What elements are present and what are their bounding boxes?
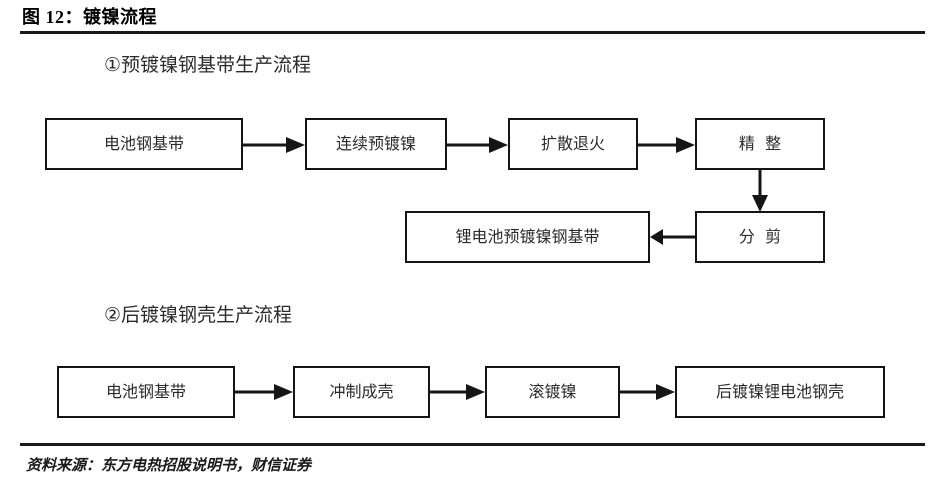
section-heading-1: ①预镀镍钢基带生产流程: [104, 54, 312, 76]
process-box-continuous-preplating: 连续预镀镍: [305, 118, 447, 170]
process-box-li-battery-preplated-strip: 锂电池预镀镍钢基带: [405, 211, 650, 263]
process-box-label: 扩散退火: [540, 134, 605, 153]
process-box-label: 电池钢基带: [103, 134, 184, 153]
page-title: 图 12：镀镍流程: [22, 7, 157, 27]
process-box-steel-strip-2: 电池钢基带: [57, 366, 235, 418]
process-box-label: 电池钢基带: [105, 382, 186, 401]
process-box-label: 精 整: [738, 134, 782, 153]
process-box-label: 冲制成壳: [329, 382, 394, 401]
process-box-label: 连续预镀镍: [335, 134, 416, 153]
process-box-label: 后镀镍锂电池钢壳: [715, 382, 844, 401]
arrow-right-icon-r3-b: [430, 382, 485, 402]
section-heading-2: ②后镀镍钢壳生产流程: [104, 304, 293, 326]
process-box-label: 滚镀镍: [528, 382, 577, 401]
arrow-right-icon-r3-a: [235, 382, 293, 402]
process-box-stamping-shell: 冲制成壳: [293, 366, 430, 418]
arrow-right-icon-r1-c: [638, 135, 695, 155]
process-box-diffusion-annealing: 扩散退火: [508, 118, 638, 170]
source-divider: [20, 443, 925, 446]
process-box-label: 分 剪: [738, 227, 782, 246]
arrow-right-icon-r1-b: [447, 135, 508, 155]
process-box-barrel-nickel-plating: 滚镀镍: [485, 366, 620, 418]
process-box-steel-strip-1: 电池钢基带: [45, 118, 243, 170]
arrow-left-icon-slitting-to-output: [650, 227, 695, 247]
title-divider: [20, 31, 925, 34]
source-note: 资料来源：东方电热招股说明书，财信证券: [26, 458, 312, 474]
arrow-down-icon-finishing-to-slitting: [750, 170, 770, 212]
arrow-right-icon-r1-a: [243, 135, 305, 155]
arrow-right-icon-r3-c: [620, 382, 675, 402]
process-box-label: 锂电池预镀镍钢基带: [455, 227, 600, 246]
process-box-post-plated-shell: 后镀镍锂电池钢壳: [675, 366, 885, 418]
process-box-slitting: 分 剪: [695, 211, 825, 263]
process-box-finishing: 精 整: [695, 118, 825, 170]
